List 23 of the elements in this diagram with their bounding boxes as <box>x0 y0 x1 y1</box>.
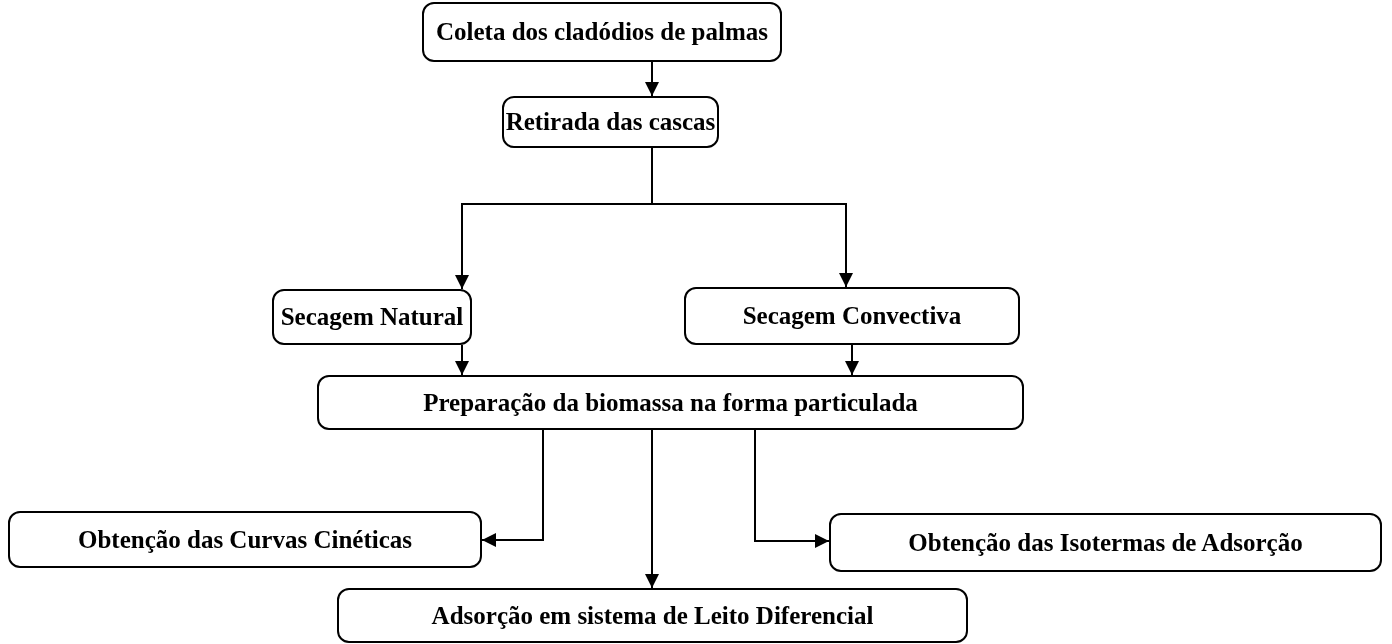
arrow <box>645 61 659 97</box>
arrow <box>455 344 469 376</box>
process-box <box>272 289 472 345</box>
process-box <box>8 511 482 568</box>
process-box <box>317 375 1024 430</box>
arrow <box>845 344 859 376</box>
box-label: Retirada das cascas <box>505 108 716 136</box>
arrow <box>754 429 830 548</box>
box-label: Secagem Convectiva <box>742 302 962 330</box>
process-box <box>337 588 968 643</box>
arrow <box>481 429 544 547</box>
process-box <box>422 2 782 62</box>
box-label: Coleta dos cladódios de palmas <box>436 18 768 46</box>
arrow <box>645 429 659 589</box>
process-box <box>502 96 719 148</box>
box-label: Obtenção das Curvas Cinéticas <box>77 525 412 554</box>
process-box <box>829 513 1382 572</box>
box-label: Adsorção em sistema de Leito Diferencial <box>431 601 874 630</box>
box-label: Obtenção das Isotermas de Adsorção <box>908 528 1303 557</box>
arrow <box>651 147 853 288</box>
process-box <box>684 287 1020 345</box>
box-label: Secagem Natural <box>280 303 464 331</box>
box-label: Preparação da biomassa na forma particulada <box>423 388 918 417</box>
